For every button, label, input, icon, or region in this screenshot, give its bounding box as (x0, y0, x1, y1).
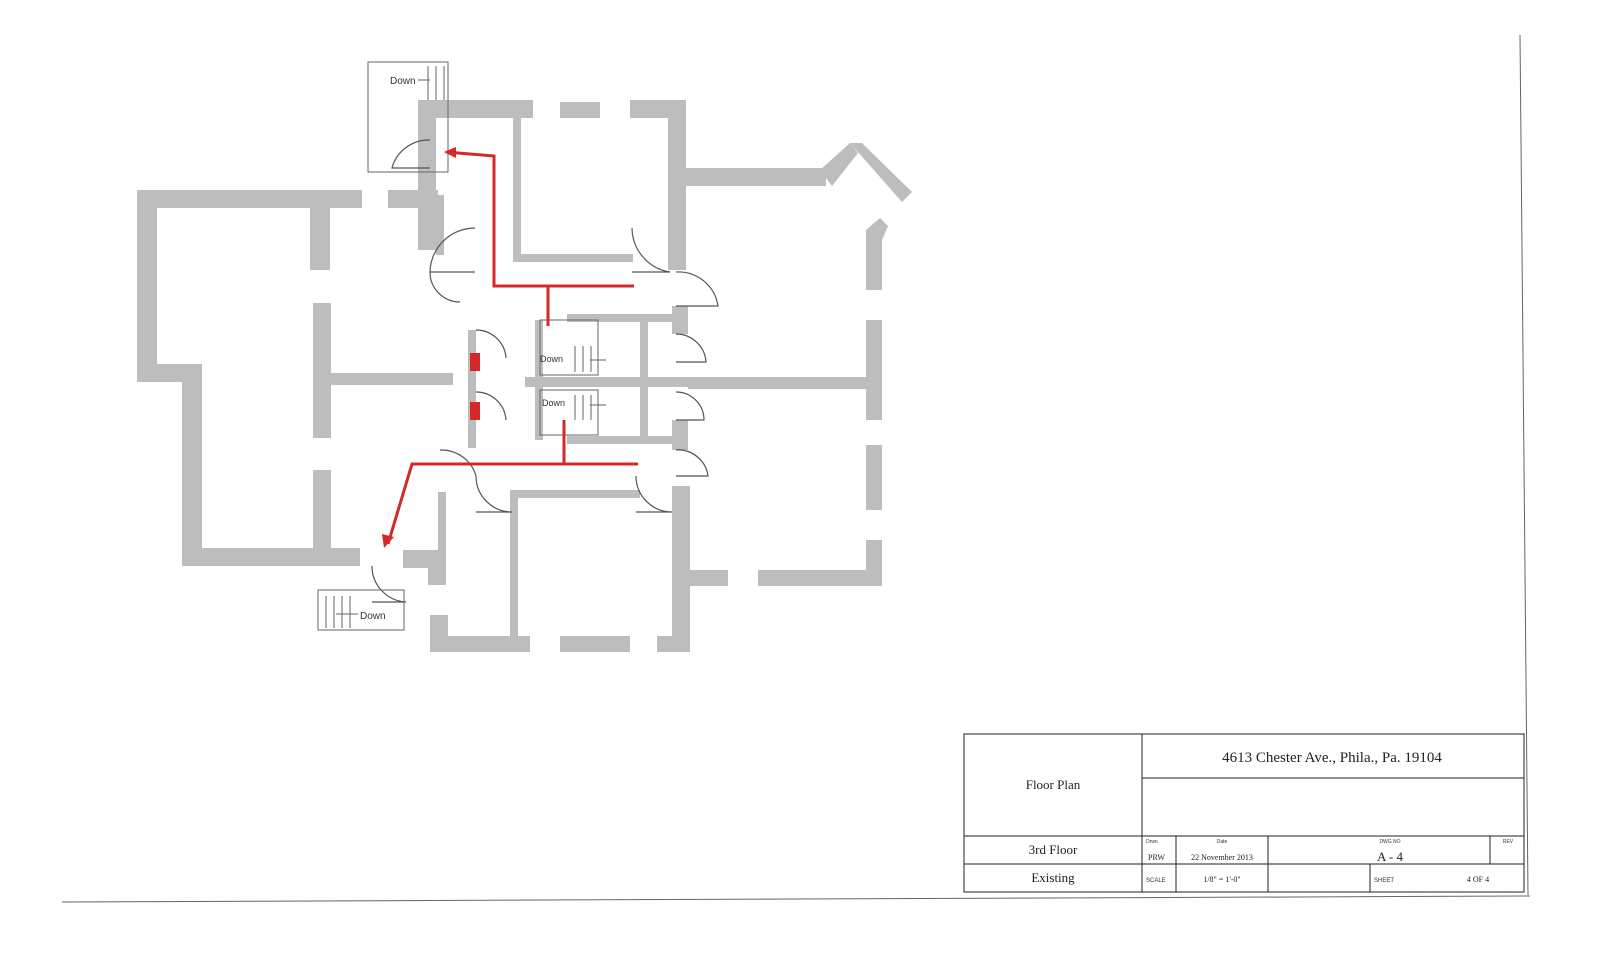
date-value: 22 November 2013 (1191, 853, 1253, 862)
stair-lower-flight (539, 389, 599, 436)
stair-label-down: Down (542, 398, 565, 408)
upper-exterior-stair (367, 61, 449, 173)
door-swing (475, 329, 507, 359)
wall (313, 373, 453, 385)
egress-route-upper (445, 150, 634, 288)
wall (668, 100, 686, 270)
door-swing (429, 271, 461, 303)
door-swing (439, 449, 477, 477)
wall (430, 636, 530, 652)
door-swing (429, 227, 476, 273)
stair-upper-flight (539, 319, 599, 376)
wall (438, 492, 446, 582)
door-swing (675, 391, 705, 421)
wall (866, 320, 882, 420)
rev-label: REV (1503, 839, 1514, 845)
wall (567, 314, 677, 322)
wall (510, 490, 518, 640)
wall (657, 636, 690, 652)
door-swing (371, 565, 407, 603)
egress-arrowhead (444, 147, 456, 158)
wall (560, 102, 600, 118)
project-address: 4613 Chester Ave., Phila., Pa. 19104 (1222, 750, 1442, 766)
fire-extinguisher-icon (470, 353, 480, 371)
stair-label-down: Down (390, 76, 416, 87)
wall (680, 570, 728, 586)
egress-arrowhead (382, 534, 394, 548)
wall (513, 110, 521, 260)
wall (560, 636, 630, 652)
dwg-no-label: DWG NO (1379, 839, 1400, 845)
floor-plan (137, 100, 912, 652)
door-swings (371, 139, 719, 603)
dwg-no-value: A - 4 (1377, 849, 1404, 864)
wall (525, 377, 690, 387)
sheet-title: Floor Plan (1026, 777, 1081, 792)
wall (688, 377, 868, 389)
wall (672, 486, 690, 652)
wall (686, 168, 826, 186)
door-swing (475, 475, 513, 513)
scale-label: SCALE (1146, 878, 1166, 884)
wall (567, 436, 677, 444)
drawn-label: Drwn (1146, 839, 1158, 845)
wall (758, 570, 882, 586)
stair-label-down: Down (540, 354, 563, 364)
door-swing (475, 391, 507, 421)
wall (510, 490, 640, 498)
stair-enclosure (367, 61, 449, 173)
wall (820, 143, 858, 186)
status-label: Existing (1031, 870, 1075, 885)
door-swing (675, 271, 719, 307)
wall (182, 548, 360, 566)
stair-enclosure (317, 589, 405, 631)
wall (468, 330, 476, 448)
floor-label: 3rd Floor (1029, 842, 1078, 857)
title-block-frame (963, 733, 1525, 893)
wall (137, 190, 157, 370)
wall (313, 470, 331, 560)
wall (182, 364, 202, 564)
wall (672, 420, 688, 450)
door-swing (631, 227, 671, 273)
wall (866, 230, 882, 290)
wall (866, 445, 882, 510)
sheet-value: 4 OF 4 (1467, 875, 1489, 884)
scale-value: 1/8" = 1'-0" (1203, 875, 1240, 884)
wall (640, 314, 648, 444)
wall (137, 190, 362, 208)
lower-exterior-stair (317, 589, 405, 631)
wall (513, 254, 633, 262)
wall (418, 100, 436, 250)
door-swing (675, 333, 707, 363)
title-block: 4613 Chester Ave., Phila., Pa. 19104 Flo… (963, 733, 1525, 893)
wall (418, 100, 533, 118)
date-label: Date (1217, 839, 1228, 845)
door-swing (675, 449, 709, 477)
drawn-value: PRW (1148, 853, 1165, 862)
wall (672, 306, 688, 334)
sheet-label: SHEET (1374, 878, 1394, 884)
interior-stairs (539, 319, 606, 436)
fire-extinguisher-icon (470, 402, 480, 420)
sheet-bottom-border (61, 895, 1531, 903)
door-swing (635, 475, 673, 513)
door-swing (391, 139, 431, 169)
stair-label-down: Down (360, 611, 386, 622)
sheet-right-border (1519, 34, 1529, 896)
wall (850, 143, 912, 202)
wall (428, 550, 446, 585)
egress-routes (382, 147, 638, 548)
wall (866, 218, 888, 240)
wall (310, 190, 330, 270)
wall (535, 320, 543, 440)
wall (313, 303, 331, 438)
wall (436, 195, 444, 255)
